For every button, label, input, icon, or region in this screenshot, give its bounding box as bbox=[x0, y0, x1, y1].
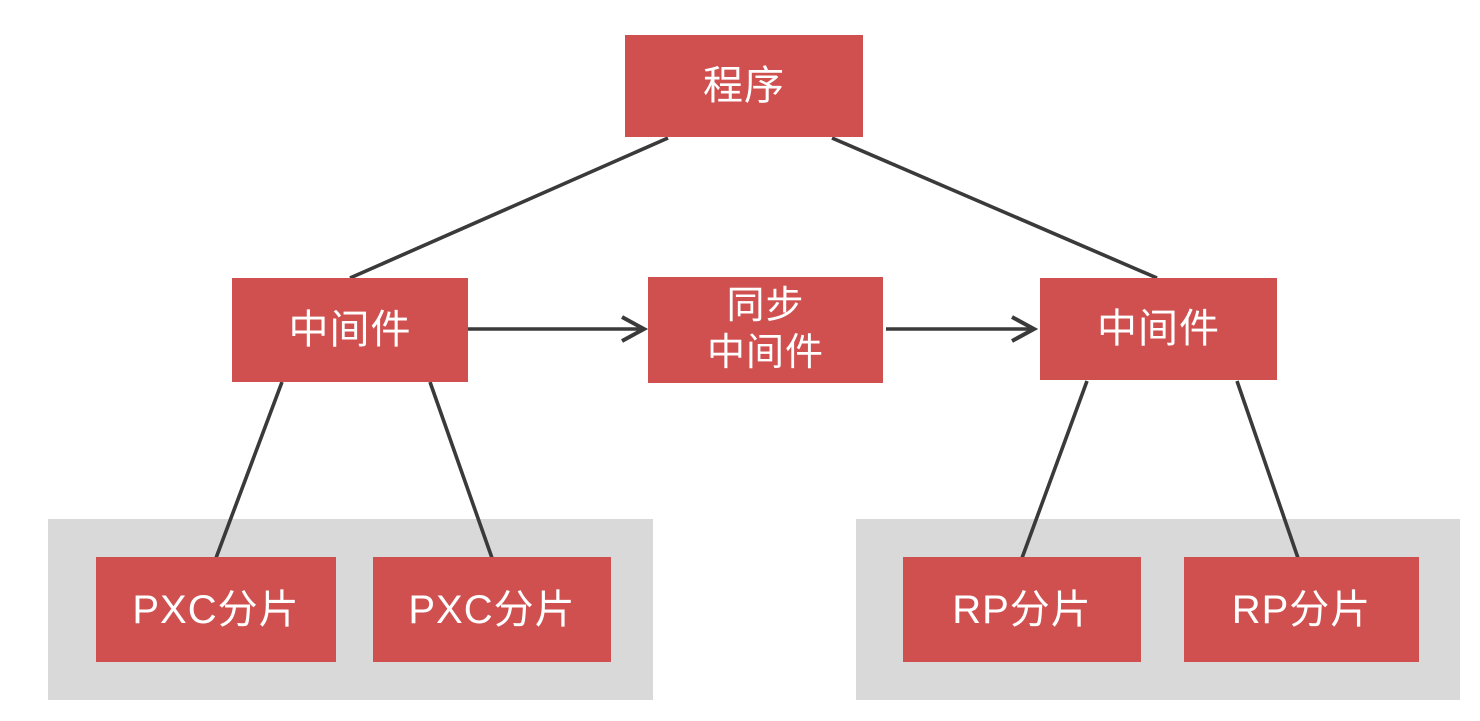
connector-program-to-left-middleware bbox=[349, 136, 669, 280]
node-middleware-right: 中间件 bbox=[1040, 278, 1277, 380]
node-program: 程序 bbox=[625, 35, 863, 137]
node-middleware-left: 中间件 bbox=[232, 278, 468, 382]
connector-program-to-right-middleware bbox=[831, 136, 1158, 280]
node-pxc-shard-1: PXC分片 bbox=[96, 557, 336, 662]
node-sync-middleware: 同步 中间件 bbox=[648, 277, 883, 383]
node-rp-shard-2: RP分片 bbox=[1184, 557, 1419, 662]
node-pxc-shard-2: PXC分片 bbox=[373, 557, 611, 662]
node-rp-shard-1: RP分片 bbox=[903, 557, 1141, 662]
